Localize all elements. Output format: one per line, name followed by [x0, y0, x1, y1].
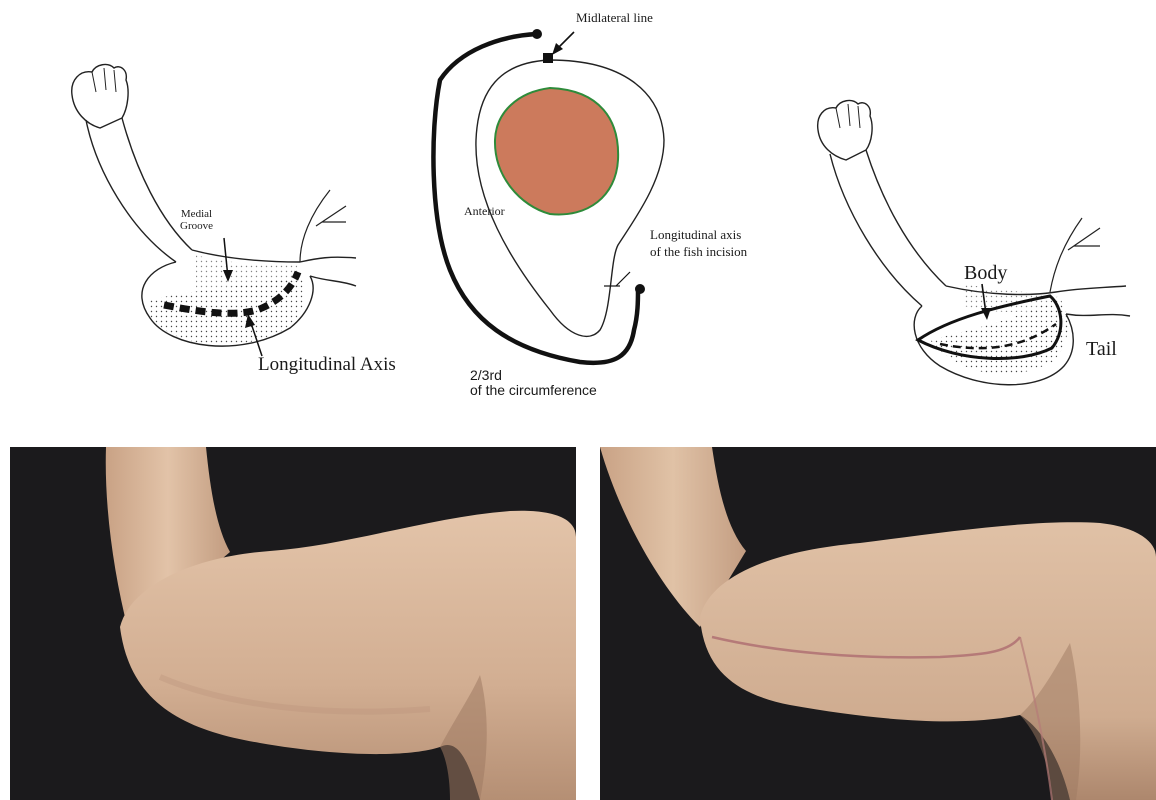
before-photo	[10, 447, 576, 800]
circumference-end-marker	[635, 284, 645, 294]
longitudinal-axis-label: Longitudinal Axis	[258, 354, 396, 376]
midlateral-line-label: Midlateral line	[576, 10, 653, 26]
after-arm-image	[600, 447, 1156, 800]
cross-section-diagram: Midlateral line Anterior Longitudinal ax…	[400, 0, 800, 420]
cross-section-drawing	[400, 0, 800, 420]
fish-incision-axis-label: Longitudinal axis of the fish incision	[650, 226, 747, 260]
before-arm-image	[10, 447, 576, 800]
tail-label: Tail	[1086, 338, 1117, 361]
medial-groove-label: Medial Groove	[180, 208, 213, 232]
after-photo	[600, 447, 1156, 800]
circumference-label: 2/3rd of the circumference	[470, 368, 597, 398]
anterior-label: Anterior	[464, 204, 505, 219]
midlateral-marker	[543, 53, 553, 63]
circumference-start-marker	[532, 29, 542, 39]
left-arm-diagram: Medial Groove Longitudinal Axis	[0, 0, 400, 420]
right-arm-diagram: Body Tail	[800, 0, 1156, 420]
body-label: Body	[964, 262, 1007, 285]
